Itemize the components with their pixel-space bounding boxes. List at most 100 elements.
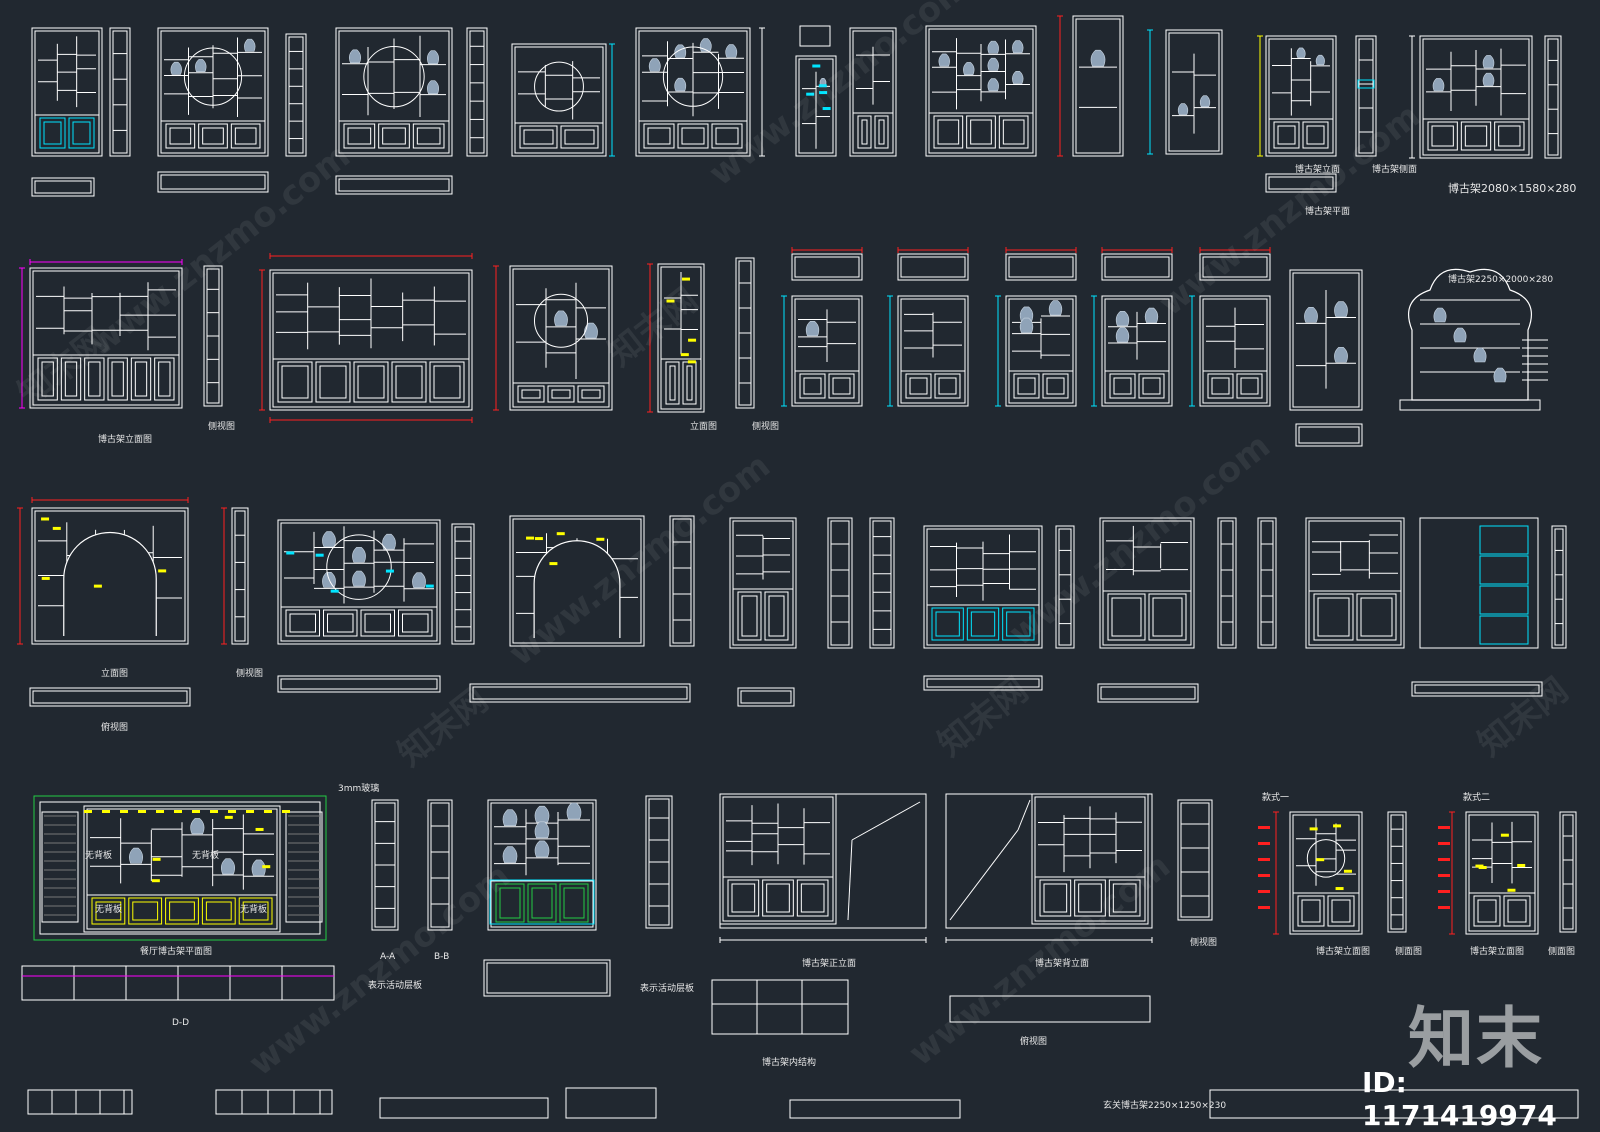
cabinet-door bbox=[762, 879, 794, 917]
cabinet-door bbox=[84, 357, 105, 401]
vase-ornament bbox=[1334, 346, 1348, 363]
side-view-inner bbox=[112, 30, 128, 154]
cabinet-inner bbox=[926, 528, 1040, 646]
side-view-inner bbox=[288, 36, 304, 154]
cabinet-door bbox=[799, 373, 826, 399]
vase-ornament bbox=[1177, 103, 1189, 115]
vase-ornament bbox=[1019, 317, 1034, 333]
cabinet-inner bbox=[1292, 814, 1360, 932]
accent-mark bbox=[425, 584, 434, 588]
accent-mark bbox=[1475, 864, 1484, 868]
vase-ornament bbox=[938, 53, 950, 67]
door-panel bbox=[1331, 899, 1351, 923]
accent-mark bbox=[1343, 869, 1352, 873]
vase-ornament bbox=[987, 78, 999, 92]
accent-mark bbox=[1517, 863, 1526, 867]
cabinet-door bbox=[353, 361, 389, 403]
cabinet-frame bbox=[925, 25, 1037, 157]
accent-mark bbox=[818, 84, 827, 88]
cabinet-inner bbox=[722, 796, 834, 922]
accent-mark bbox=[687, 360, 696, 364]
cabinet-door bbox=[39, 117, 66, 149]
cabinet-door bbox=[1473, 895, 1501, 927]
plan-view-inner bbox=[1008, 256, 1074, 278]
vase-ornament bbox=[382, 533, 396, 550]
plan-view bbox=[1005, 253, 1077, 281]
cabinet-door bbox=[737, 591, 762, 641]
cabinet-inner bbox=[86, 808, 278, 930]
cabinet-door bbox=[130, 357, 152, 401]
cabinet-door bbox=[1356, 593, 1397, 641]
door-panel bbox=[1078, 883, 1102, 913]
side-view bbox=[466, 27, 488, 157]
side-view-inner bbox=[1562, 814, 1574, 930]
label-bogujia-front-4: 博古架立面图 bbox=[1470, 947, 1525, 957]
side-view bbox=[451, 523, 475, 645]
cabinet-frame bbox=[1289, 269, 1363, 411]
accent-mark bbox=[52, 526, 61, 530]
side-view-inner bbox=[469, 30, 485, 154]
cabinet-door bbox=[1494, 121, 1525, 151]
side-view bbox=[1257, 517, 1277, 649]
door-panel bbox=[242, 901, 269, 921]
accent-mark bbox=[666, 299, 675, 303]
red-mark bbox=[1258, 890, 1270, 893]
glass-diagonal bbox=[851, 801, 921, 841]
vase-ornament bbox=[412, 572, 426, 589]
accent-mark bbox=[556, 532, 565, 536]
door-panel bbox=[1211, 377, 1230, 395]
vase-ornament bbox=[502, 809, 518, 827]
base-highlight bbox=[489, 879, 595, 925]
accent-mark bbox=[120, 810, 128, 813]
vase-ornament bbox=[352, 570, 366, 587]
door-panel bbox=[1477, 899, 1497, 923]
cabinet-frame bbox=[729, 517, 797, 649]
label-top-view-2: 俯视图 bbox=[1020, 1037, 1048, 1047]
cabinet-inner bbox=[490, 802, 594, 928]
label-front-elev-1: 立面图 bbox=[690, 422, 718, 432]
vase-ornament bbox=[648, 58, 661, 72]
door-panel bbox=[551, 389, 571, 399]
partial-elevation bbox=[789, 1099, 961, 1119]
label-wubeiban-1: 无背板 bbox=[85, 851, 113, 861]
cabinet-door bbox=[230, 123, 261, 149]
elevation-frame bbox=[719, 793, 927, 929]
glass-diagonal bbox=[847, 839, 853, 921]
cabinet-inner bbox=[1422, 38, 1530, 156]
plan-view bbox=[157, 171, 269, 193]
cabinet-door bbox=[285, 609, 320, 637]
vase-ornament bbox=[725, 44, 738, 58]
label-front-elev-2: 立面图 bbox=[101, 669, 129, 679]
plan-view bbox=[335, 175, 453, 195]
side-view bbox=[669, 515, 695, 647]
accent-mark bbox=[822, 107, 831, 111]
cabinet-inner bbox=[798, 58, 834, 154]
label-style-2: 款式二 bbox=[1463, 793, 1491, 803]
door-panel bbox=[832, 377, 851, 395]
door-panel bbox=[669, 365, 676, 401]
cabinet-inner bbox=[1292, 272, 1360, 408]
cabinet-frame bbox=[849, 27, 897, 157]
plan-view bbox=[1199, 253, 1271, 281]
vase-ornament bbox=[190, 818, 205, 835]
label-wubeiban-2: 无背板 bbox=[192, 851, 220, 861]
door-panel bbox=[878, 119, 885, 145]
accent-mark bbox=[1316, 858, 1325, 862]
cabinet-inner bbox=[338, 30, 450, 154]
glass-cabinet bbox=[1419, 517, 1539, 649]
door-panel bbox=[319, 365, 347, 399]
cabinet-inner bbox=[514, 46, 604, 154]
cabinet-door bbox=[1313, 593, 1354, 641]
cabinet-door bbox=[1013, 373, 1040, 399]
door-panel bbox=[395, 365, 423, 399]
cabinet-frame bbox=[657, 263, 705, 413]
cabinet-door bbox=[398, 609, 433, 637]
restaurant-plan-inner bbox=[39, 801, 321, 935]
vase-ornament bbox=[674, 77, 687, 92]
cabinet-door bbox=[315, 361, 351, 403]
cabinet-door bbox=[1107, 593, 1146, 641]
label-side-elev-1: 侧视图 bbox=[208, 422, 236, 432]
cabinet-door bbox=[1460, 121, 1492, 151]
cabinet-door bbox=[323, 609, 358, 637]
cabinet-door bbox=[934, 373, 961, 399]
